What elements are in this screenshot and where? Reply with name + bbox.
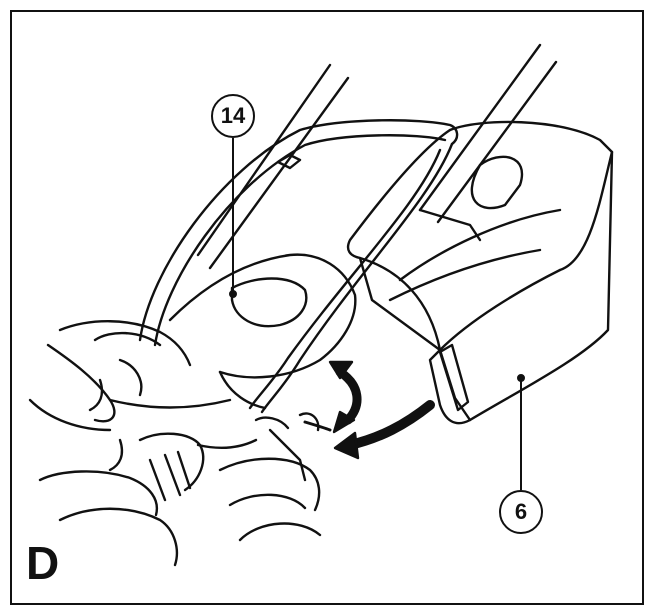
motion-arrows bbox=[303, 360, 435, 460]
grass-catcher bbox=[346, 120, 614, 425]
callout-6: 6 bbox=[499, 490, 543, 534]
callout-14-label: 14 bbox=[220, 103, 246, 128]
bail-handle bbox=[138, 119, 459, 414]
figure-letter: D bbox=[26, 537, 60, 589]
callout-6-label: 6 bbox=[514, 499, 528, 524]
mower-deck bbox=[28, 253, 357, 432]
callout-14-dot bbox=[229, 290, 237, 298]
callout-14: 14 bbox=[211, 94, 255, 138]
callout-6-dot bbox=[517, 374, 525, 382]
wheels bbox=[38, 412, 322, 567]
